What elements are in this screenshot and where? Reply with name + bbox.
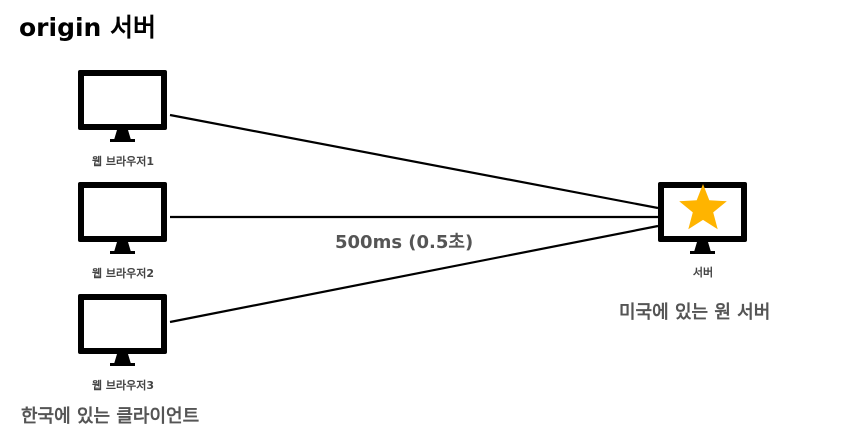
client-label-2: 웹 브라우저2	[91, 267, 155, 280]
client-label-3: 웹 브라우저3	[91, 379, 155, 392]
server-label: 서버	[692, 266, 714, 279]
diagram-title: origin 서버	[19, 13, 157, 42]
server-description: 미국에 있는 원 서버	[619, 302, 771, 323]
client-label-1: 웹 브라우저1	[91, 155, 155, 168]
star-icon	[679, 184, 727, 230]
monitor-icon	[78, 294, 167, 366]
connection-line-1	[169, 113, 659, 210]
monitor-icon	[78, 182, 167, 254]
clients-description: 한국에 있는 클라이언트	[21, 406, 200, 427]
monitor-icon	[78, 70, 167, 142]
connection-line-3	[169, 224, 659, 324]
latency-label: 500ms (0.5초)	[335, 232, 474, 253]
